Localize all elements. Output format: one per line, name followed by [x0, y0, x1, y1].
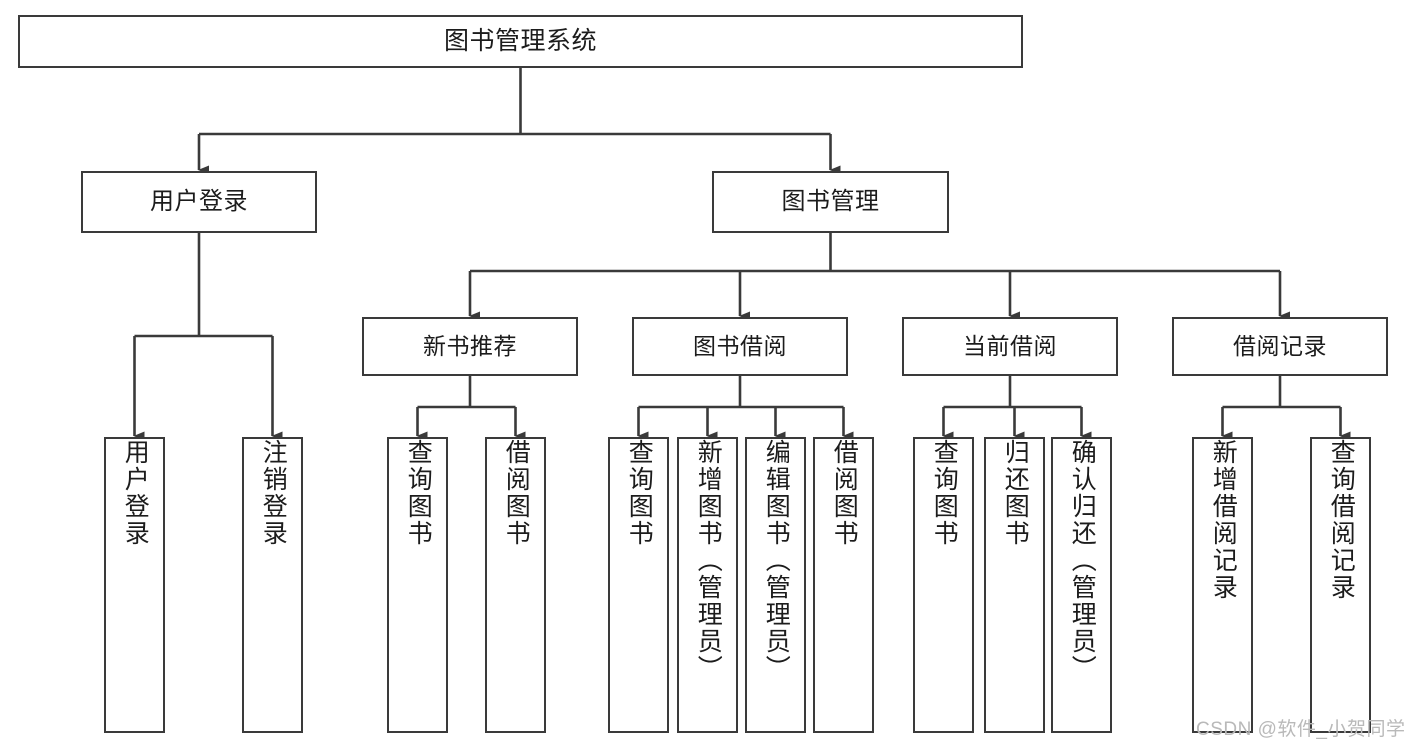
- node-box-leaf-borrow-book: 借阅图书: [813, 437, 874, 733]
- node-label-leaf-confirm-return: 确认归还（管理员）: [1068, 439, 1097, 682]
- node-box-new-book-rec: 新书推荐: [362, 317, 578, 376]
- node-label-leaf-return-book: 归还图书: [1001, 439, 1030, 547]
- node-label-new-book-rec: 新书推荐: [423, 332, 517, 359]
- node-box-leaf-query-book-rec: 查询图书: [387, 437, 448, 733]
- node-box-leaf-query-book-borrow: 查询图书: [608, 437, 669, 733]
- node-label-book-manage: 图书管理: [781, 187, 880, 215]
- node-label-leaf-query-book-cur: 查询图书: [930, 439, 959, 547]
- node-box-leaf-return-book: 归还图书: [984, 437, 1045, 733]
- connector-group: [133, 68, 1351, 441]
- node-label-current-borrow: 当前借阅: [963, 332, 1057, 359]
- node-label-book-borrow: 图书借阅: [693, 332, 787, 359]
- node-label-leaf-query-record: 查询借阅记录: [1327, 439, 1356, 601]
- node-label-leaf-edit-book: 编辑图书（管理员）: [762, 439, 791, 682]
- node-label-root: 图书管理系统: [443, 26, 597, 55]
- node-box-leaf-add-record: 新增借阅记录: [1192, 437, 1253, 733]
- node-label-leaf-borrow-book-rec: 借阅图书: [502, 439, 531, 547]
- node-label-leaf-logout: 注销登录: [259, 439, 288, 547]
- node-label-leaf-query-book-rec: 查询图书: [404, 439, 433, 547]
- node-box-leaf-user-login: 用户登录: [104, 437, 165, 733]
- node-box-root: 图书管理系统: [18, 15, 1023, 68]
- node-box-book-manage: 图书管理: [712, 171, 949, 233]
- node-box-leaf-logout: 注销登录: [242, 437, 303, 733]
- node-label-leaf-add-book: 新增图书（管理员）: [694, 439, 723, 682]
- node-box-leaf-add-book: 新增图书（管理员）: [677, 437, 738, 733]
- node-label-leaf-query-book-borrow: 查询图书: [625, 439, 654, 547]
- node-label-borrow-record: 借阅记录: [1233, 332, 1327, 359]
- node-box-current-borrow: 当前借阅: [902, 317, 1118, 376]
- node-label-user-login: 用户登录: [150, 187, 248, 215]
- node-box-leaf-confirm-return: 确认归还（管理员）: [1051, 437, 1112, 733]
- node-box-borrow-record: 借阅记录: [1172, 317, 1388, 376]
- node-box-user-login: 用户登录: [81, 171, 317, 233]
- node-box-leaf-query-record: 查询借阅记录: [1310, 437, 1371, 733]
- node-box-leaf-edit-book: 编辑图书（管理员）: [745, 437, 806, 733]
- node-box-book-borrow: 图书借阅: [632, 317, 848, 376]
- node-label-leaf-user-login: 用户登录: [121, 439, 150, 547]
- node-label-leaf-borrow-book: 借阅图书: [830, 439, 859, 547]
- node-box-leaf-borrow-book-rec: 借阅图书: [485, 437, 546, 733]
- node-box-leaf-query-book-cur: 查询图书: [913, 437, 974, 733]
- node-label-leaf-add-record: 新增借阅记录: [1209, 439, 1238, 601]
